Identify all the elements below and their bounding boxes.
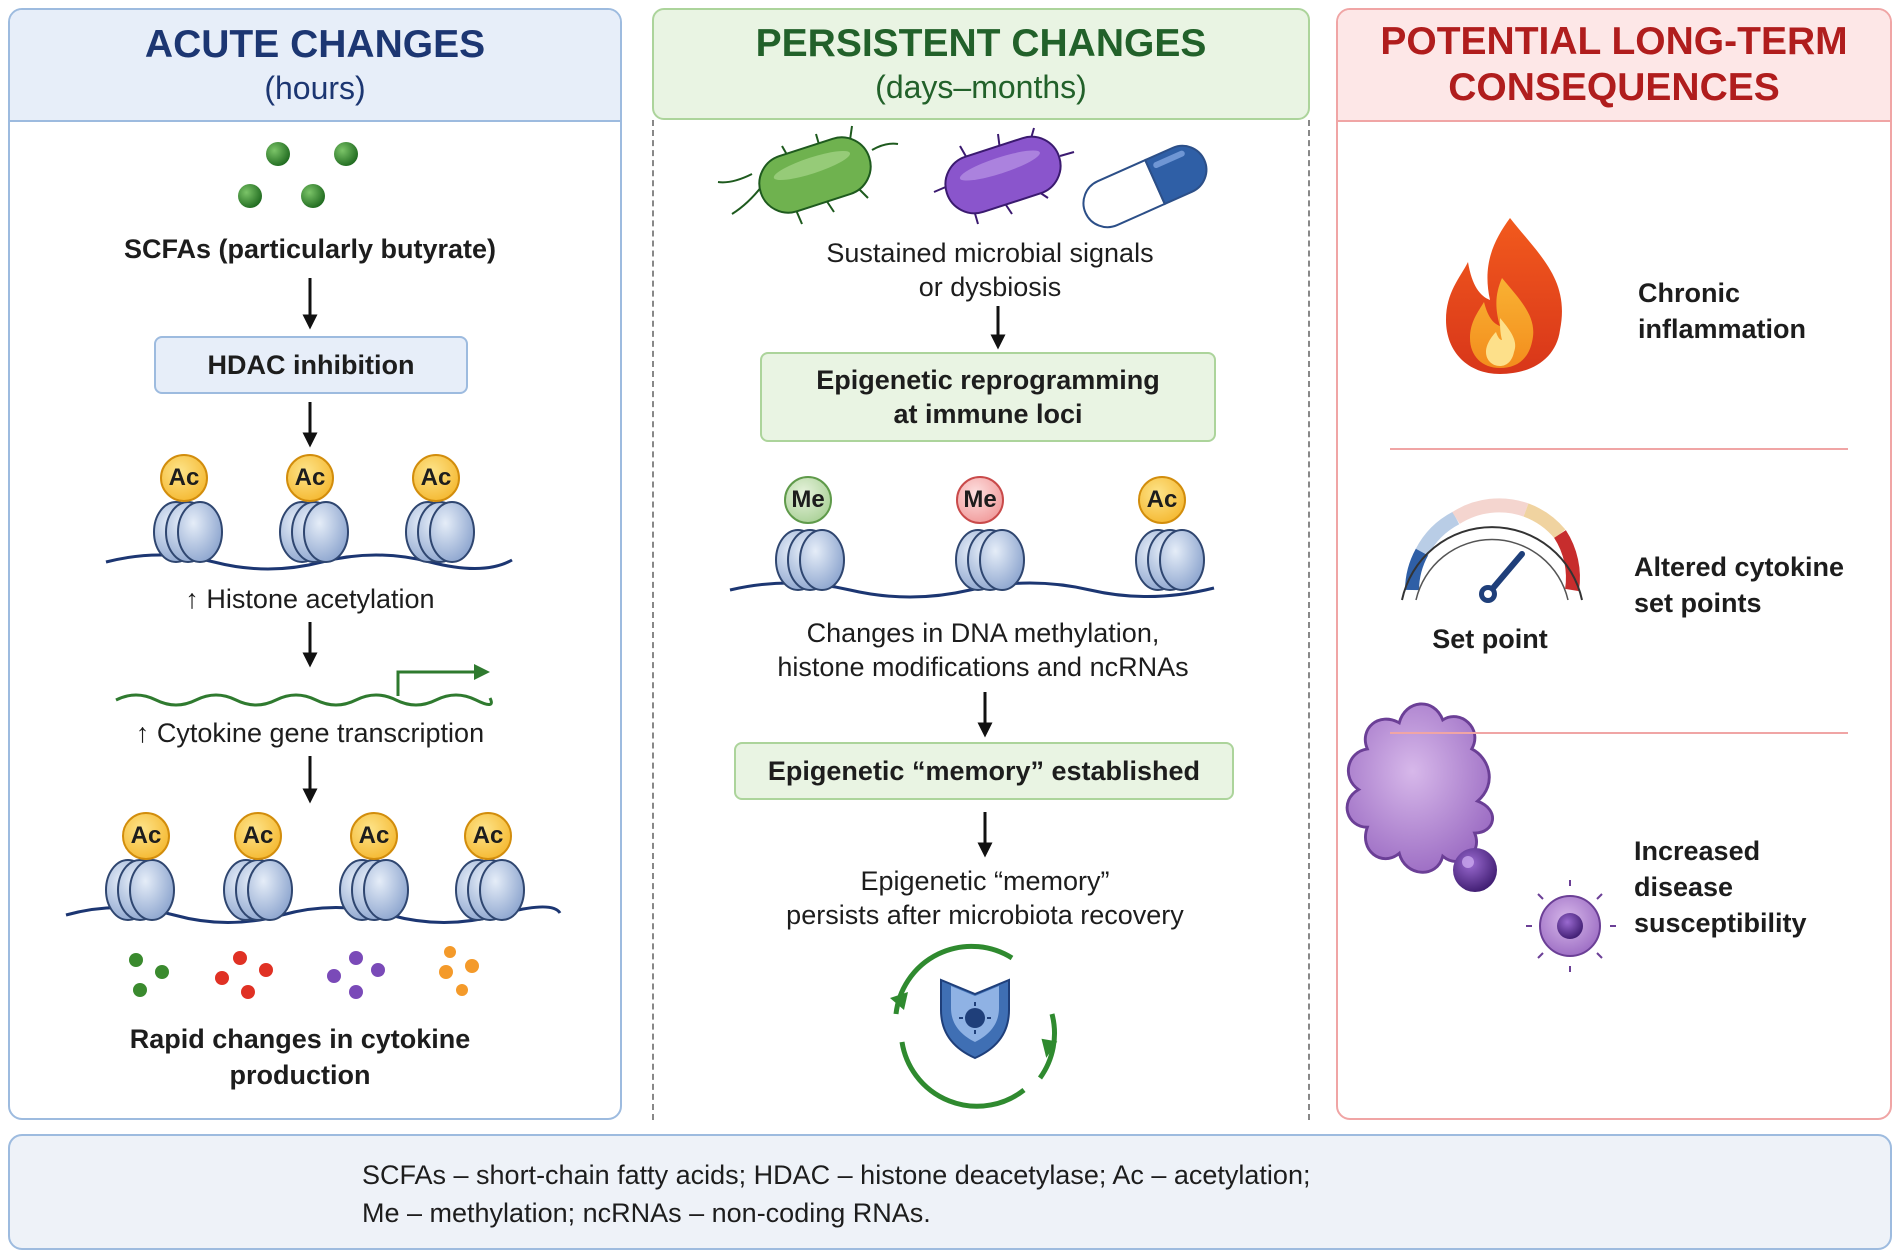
sustained-signals-line1: Sustained microbial signals [826,238,1154,268]
divider-1 [1390,448,1848,450]
rod-bacterium-green-icon [717,125,899,225]
persistent-title: PERSISTENT CHANGES [755,22,1207,65]
capsule-icon [1082,144,1208,229]
gene-transcription-icon [115,664,493,707]
ac-badge: Ac [412,454,460,502]
disease-susceptibility-line3: susceptibility [1634,908,1807,938]
footer-line2: Me – methylation; ncRNAs – non-coding RN… [362,1198,931,1228]
ac-badge: Ac [464,812,512,860]
changes-line1: Changes in DNA methylation, [806,618,1160,648]
immune-cell-icon [1345,702,1616,972]
consequences-title-line2: CONSEQUENCES [1448,66,1780,109]
disease-susceptibility-line1: Increased [1634,836,1761,866]
acute-subtitle: (hours) [264,70,366,106]
altered-set-points-line2: set points [1634,588,1762,618]
acute-changes-panel: ACUTE CHANGES (hours) [8,8,622,1120]
cytokines-icon [129,946,479,999]
gauge-icon [1401,498,1583,603]
consequences-title-line1: POTENTIAL LONG-TERM [1380,20,1848,63]
rapid-changes-label-line1: Rapid changes in cytokine [129,1024,471,1054]
ac-badge: Ac [122,812,170,860]
reprogramming-line2: at immune loci [893,399,1083,429]
chronic-inflammation-line1: Chronic [1638,278,1741,308]
acetylated-chromatin-row2 [65,859,562,924]
acute-title: ACUTE CHANGES [144,23,486,66]
chronic-inflammation-line2: inflammation [1638,314,1807,344]
rapid-changes-label-line2: production [229,1060,371,1090]
memory-persists-line2: persists after microbiota recovery [786,900,1184,930]
persistent-header: PERSISTENT CHANGES (days–months) [652,8,1310,120]
abbreviations-footer: SCFAs – short-chain fatty acids; HDAC – … [8,1134,1892,1250]
ac-badge: Ac [234,812,282,860]
gauge-set-point-label: Set point [1432,624,1548,654]
acute-header: ACUTE CHANGES (hours) [10,10,620,122]
persistent-subtitle: (days–months) [875,69,1087,105]
ac-badge: Ac [286,454,334,502]
rod-bacterium-purple-icon [933,127,1075,225]
scfa-molecules-icon [238,142,358,208]
consequences-header: POTENTIAL LONG-TERM CONSEQUENCES [1338,10,1890,122]
memory-persists-line1: Epigenetic “memory” [860,866,1110,896]
shield-cycle-icon [890,943,1058,1109]
disease-susceptibility-line2: disease [1634,872,1734,902]
sustained-signals-line2: or dysbiosis [918,272,1062,302]
histone-acetylation-label: ↑ Histone acetylation [185,584,435,614]
ac-badge: Ac [350,812,398,860]
hdac-inhibition-box: HDAC inhibition [154,336,468,394]
reprogramming-line1: Epigenetic reprogramming [816,365,1160,395]
scfa-label: SCFAs (particularly butyrate) [123,234,497,264]
memory-established-box: Epigenetic “memory” established [734,742,1234,800]
ac-badge: Ac [1138,476,1186,524]
altered-set-points-line1: Altered cytokine [1634,552,1845,582]
epigenetic-reprogramming-box: Epigenetic reprogramming at immune loci [760,352,1216,442]
long-term-consequences-panel: POTENTIAL LONG-TERM CONSEQUENCES [1336,8,1892,1120]
dashed-divider-right [1308,120,1310,1120]
me-badge: Me [956,476,1004,524]
changes-line2: histone modifications and ncRNAs [777,652,1189,682]
dashed-divider-left [652,120,654,1120]
me-badge: Me [784,476,832,524]
persistent-changes-panel: PERSISTENT CHANGES (days–months) [652,8,1310,1120]
cytokine-transcription-label: ↑ Cytokine gene transcription [135,718,485,748]
divider-2 [1390,732,1848,734]
flame-icon [1446,218,1562,374]
acetylated-chromatin-row1 [105,501,513,571]
footer-line1: SCFAs – short-chain fatty acids; HDAC – … [362,1160,1311,1190]
modified-chromatin-row [729,529,1215,599]
ac-badge: Ac [160,454,208,502]
